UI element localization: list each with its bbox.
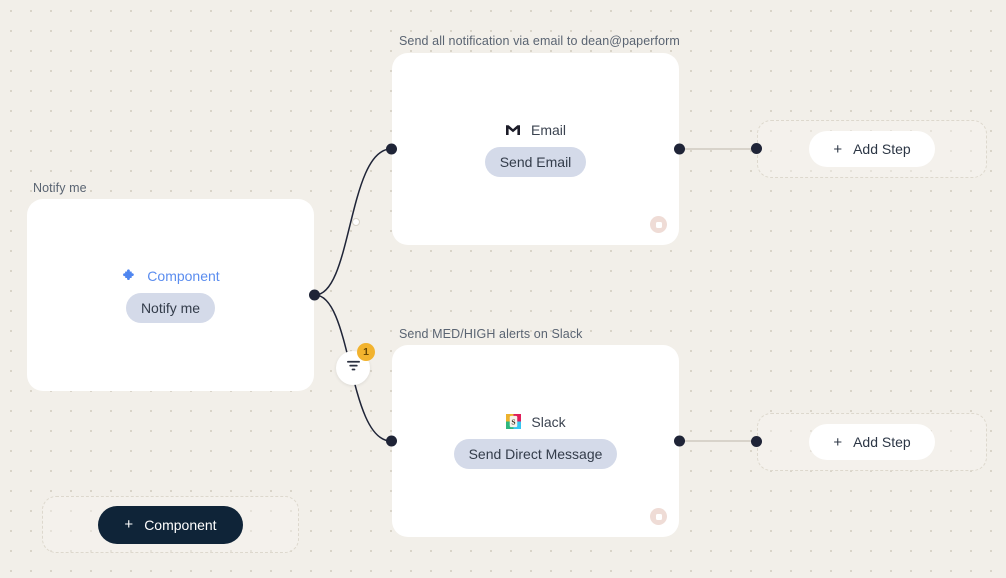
handle-target-slack[interactable] [386,435,397,447]
handle-target-email[interactable] [386,143,397,155]
add-step-button-email[interactable]: + Add Step [809,131,935,167]
plus-icon: + [124,516,134,533]
handle-source-email[interactable] [674,143,685,155]
gmail-m-icon [505,121,522,138]
node-email[interactable]: Email Send Email [386,53,685,245]
handle-add-step-slack[interactable] [751,436,762,447]
add-component-button[interactable]: + Component [98,505,243,544]
slot-add-component[interactable]: + Component [42,496,299,553]
plus-icon: + [833,140,843,158]
handle-source-slack[interactable] [674,435,685,447]
node-kind-label: Component [147,267,220,284]
node-kind-email: Email [505,121,566,138]
add-step-label: Add Step [853,141,911,157]
node-kind-label: Slack [531,413,566,430]
add-step-button-slack[interactable]: + Add Step [809,424,935,460]
stop-square-icon[interactable] [650,216,667,233]
action-pill-send-email[interactable]: Send Email [484,147,587,177]
node-label-notify-me: Notify me [33,181,87,195]
add-step-label: Add Step [853,434,911,450]
stop-square-icon[interactable] [650,508,667,525]
slot-add-step-slack[interactable]: + Add Step [757,413,987,471]
plus-icon: + [833,433,843,451]
filter-count-badge: 1 [357,343,375,361]
node-label-email: Send all notification via email to dean@… [399,34,680,48]
node-label-slack: Send MED/HIGH alerts on Slack [399,327,583,341]
edge-midpoint-email[interactable] [352,218,360,226]
puzzle-piece-icon [121,267,138,284]
node-slack[interactable]: S Slack Send Direct Message [386,345,685,537]
handle-add-step-email[interactable] [751,143,762,154]
node-notify-me[interactable]: Component Notify me [27,199,320,391]
slack-icon: S [505,413,522,430]
filter-icon [346,359,361,377]
handle-source-notify-me[interactable] [309,289,320,301]
slot-add-step-email[interactable]: + Add Step [757,120,987,178]
add-component-label: Component [144,516,217,533]
node-kind-label: Email [530,121,566,138]
svg-text:S: S [512,418,516,427]
action-pill-send-direct-message[interactable]: Send Direct Message [453,439,618,469]
action-pill-notify-me[interactable]: Notify me [125,293,216,323]
filter-node[interactable]: 1 [336,343,375,385]
node-kind-component: Component [121,267,220,284]
node-kind-slack: S Slack [505,413,566,430]
